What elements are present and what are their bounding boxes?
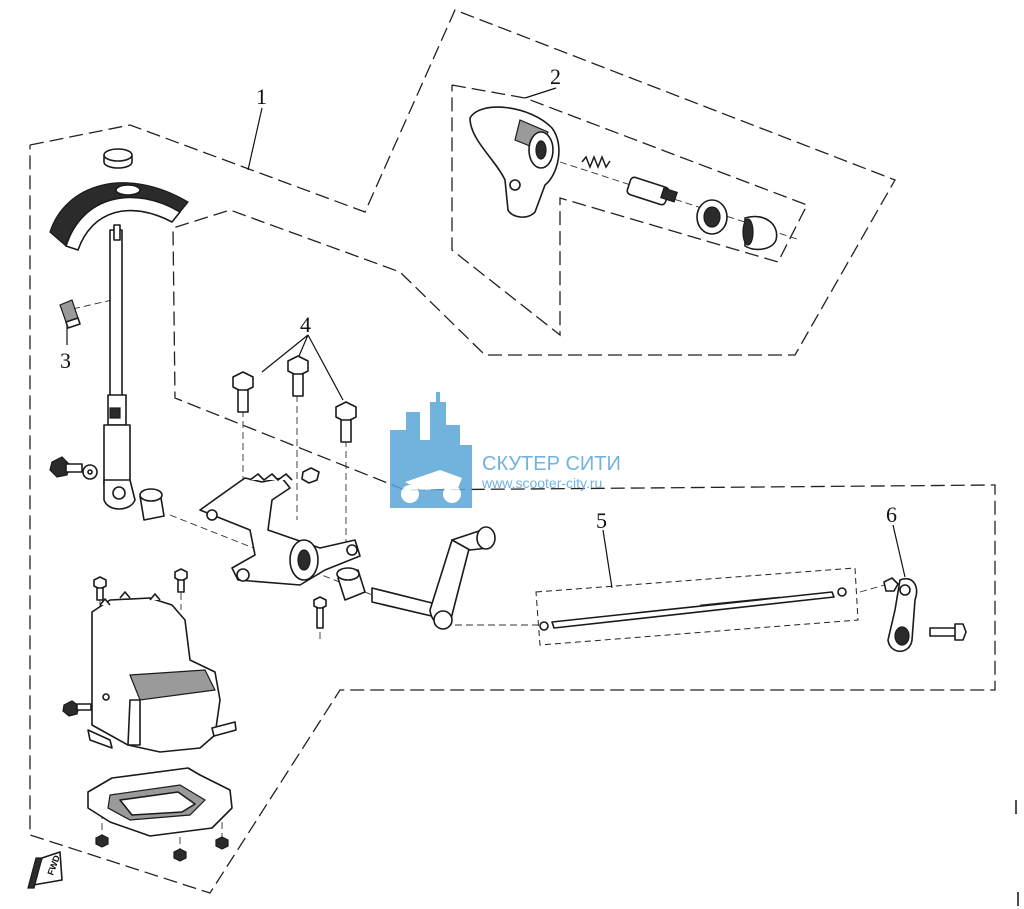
callout-5: 5 bbox=[596, 508, 607, 533]
shift-arm bbox=[336, 526, 496, 630]
rubber-ring bbox=[103, 148, 133, 169]
callout-numbers: 1 2 3 4 5 6 bbox=[60, 64, 897, 533]
knob-spring bbox=[581, 154, 611, 170]
lever-bushing bbox=[139, 488, 165, 521]
shift-link-6 bbox=[883, 577, 967, 653]
link-bolt bbox=[929, 623, 967, 641]
watermark-name: СКУТЕР СИТИ bbox=[482, 453, 621, 475]
knob-collar bbox=[696, 199, 728, 235]
edge-marks bbox=[1015, 800, 1019, 906]
bolt-a bbox=[232, 371, 254, 413]
bolt-b bbox=[287, 355, 309, 397]
leader-lines bbox=[66, 87, 906, 589]
shift-rod-5 bbox=[539, 587, 847, 631]
lower-housing bbox=[62, 568, 327, 753]
shifter-bracket bbox=[199, 467, 361, 586]
shift-knob-assembly bbox=[469, 106, 778, 251]
callout-1: 1 bbox=[256, 84, 267, 109]
callout-2: 2 bbox=[550, 64, 561, 89]
lever-knob-nut-3 bbox=[59, 299, 81, 329]
knob-button-pin bbox=[626, 176, 678, 206]
arm-shaft bbox=[371, 587, 441, 619]
housing-screw-top-a bbox=[93, 576, 107, 601]
outline-knob-2 bbox=[451, 84, 808, 337]
base-plate bbox=[87, 767, 233, 862]
housing-screw-left bbox=[62, 700, 92, 717]
plate-nuts bbox=[95, 834, 229, 862]
watermark-scooter-icon bbox=[401, 470, 462, 503]
bolt-c bbox=[335, 401, 357, 443]
watermark-url: www.scooter-city.ru bbox=[481, 475, 602, 491]
callout-4: 4 bbox=[300, 312, 311, 337]
watermark: СКУТЕР СИТИ www.scooter-city.ru bbox=[390, 392, 621, 508]
gear-lever-assembly bbox=[49, 148, 189, 521]
bracket-body bbox=[199, 477, 361, 586]
group-outlines bbox=[29, 9, 996, 894]
fwd-direction-marker: FWD bbox=[27, 851, 63, 889]
housing-screw-mid bbox=[313, 596, 327, 629]
lever-pivot-bolt bbox=[49, 456, 98, 480]
outline-assembly-1 bbox=[29, 9, 996, 894]
callout-6: 6 bbox=[886, 502, 897, 527]
knob-cap bbox=[742, 215, 778, 251]
housing-screw-top-b bbox=[174, 568, 188, 593]
outline-rod-5 bbox=[535, 567, 859, 646]
callout-3: 3 bbox=[60, 348, 71, 373]
bolts-4 bbox=[232, 355, 357, 443]
